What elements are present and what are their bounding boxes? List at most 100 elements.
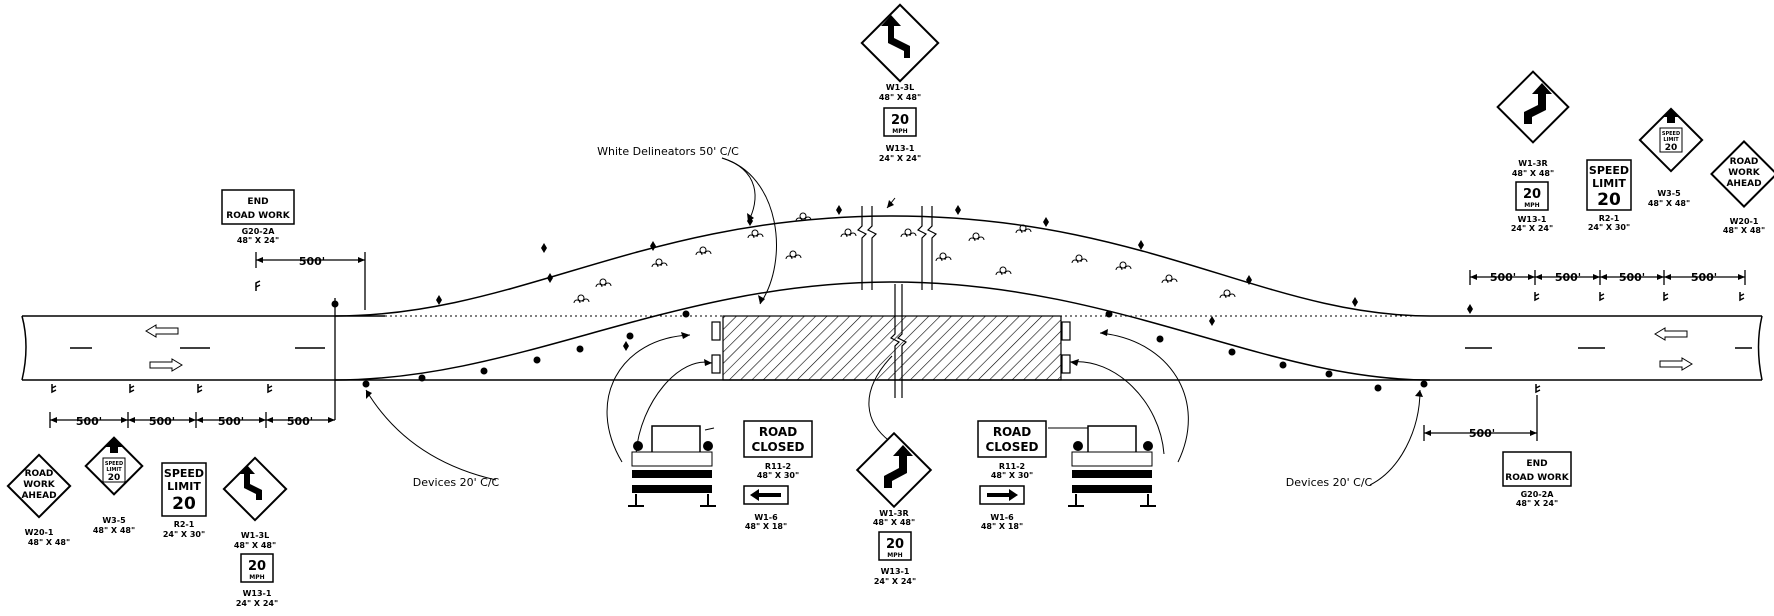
sign-r11-2-left: ROAD CLOSED R11-2 48" X 30"	[743, 420, 813, 480]
arrow-left-icon	[145, 324, 179, 338]
barricade-right	[1068, 425, 1156, 507]
detour-roadway	[334, 205, 1473, 398]
sign-w1-6-right: W1-6 48" X 18"	[979, 485, 1025, 531]
delineators-label: White Delineators 50' C/C	[597, 145, 739, 158]
svg-text:20: 20	[172, 494, 196, 514]
svg-text:G20-2A: G20-2A	[242, 227, 276, 236]
direction-arrows	[145, 324, 1693, 372]
arrow-right-icon	[149, 358, 183, 372]
reverse-curve-right-icon	[1524, 83, 1552, 124]
sign-g20-2a-left: END ROAD WORK G20-2A 48" X 24"	[221, 189, 295, 245]
reverse-curve-right-icon	[884, 445, 913, 488]
svg-text:R11-2: R11-2	[999, 462, 1025, 471]
svg-text:48" X 18": 48" X 18"	[981, 522, 1023, 531]
sign-r11-2-right: ROAD CLOSED R11-2 48" X 30"	[977, 420, 1047, 480]
svg-text:MPH: MPH	[887, 552, 902, 559]
sign-r2-1-right: SPEED LIMIT 20 R2-1 24" X 30"	[1586, 159, 1632, 232]
svg-text:48" X 48": 48" X 48"	[1512, 169, 1554, 178]
svg-text:SPEED: SPEED	[105, 461, 123, 467]
svg-text:20: 20	[891, 113, 909, 128]
dimension-label: 500'	[1490, 271, 1516, 284]
dimension-label: 500'	[1619, 271, 1645, 284]
svg-text:W13-1: W13-1	[881, 567, 910, 576]
svg-text:ROAD: ROAD	[993, 425, 1031, 439]
svg-text:LIMIT: LIMIT	[1592, 177, 1626, 190]
svg-text:MPH: MPH	[1524, 202, 1539, 209]
svg-text:ROAD: ROAD	[25, 469, 54, 479]
svg-text:48" X 24": 48" X 24"	[1516, 499, 1558, 508]
svg-text:W13-1: W13-1	[1518, 215, 1547, 224]
svg-text:48" X 48": 48" X 48"	[873, 518, 915, 527]
sign-w1-3r-bottom: W1-3R 48" X 48"	[855, 431, 933, 527]
svg-text:48" X 48": 48" X 48"	[93, 526, 135, 535]
dimension-label: 500'	[76, 415, 102, 428]
reverse-curve-left-icon	[881, 15, 910, 58]
main-roadway	[21, 315, 1763, 381]
svg-text:48" X 48": 48" X 48"	[1648, 199, 1690, 208]
svg-text:24" X 24": 24" X 24"	[879, 154, 921, 163]
svg-text:ROAD: ROAD	[759, 425, 797, 439]
svg-text:G20-2A: G20-2A	[1521, 490, 1555, 499]
svg-text:W13-1: W13-1	[243, 589, 272, 598]
sign-w20-1-right: ROAD WORK AHEAD W20-1 48" X 48"	[1710, 140, 1774, 235]
svg-text:24" X 30": 24" X 30"	[163, 530, 205, 539]
svg-text:W20-1: W20-1	[1730, 217, 1759, 226]
end-of-line-dots	[331, 300, 339, 308]
svg-text:SPEED: SPEED	[1589, 164, 1629, 177]
svg-text:24" X 24": 24" X 24"	[236, 599, 278, 608]
svg-text:ROAD WORK: ROAD WORK	[226, 211, 290, 221]
sign-w13-1-right: 20 MPH W13-1 24" X 24"	[1511, 181, 1553, 233]
svg-text:ROAD WORK: ROAD WORK	[1505, 473, 1569, 483]
sign-w20-1-left: ROAD WORK AHEAD W20-1 48" X 48"	[6, 453, 72, 547]
leader-arrowheads	[366, 200, 1423, 399]
svg-text:AHEAD: AHEAD	[1726, 179, 1761, 189]
svg-text:48" X 30": 48" X 30"	[991, 471, 1033, 480]
svg-text:W1-6: W1-6	[990, 513, 1014, 522]
svg-text:20: 20	[108, 473, 121, 483]
sign-w13-1-top: 20 MPH W13-1 24" X 24"	[879, 107, 921, 163]
svg-text:W1-3R: W1-3R	[1518, 159, 1547, 168]
arrow-right-icon	[1659, 357, 1693, 371]
svg-text:R2-1: R2-1	[1599, 214, 1620, 223]
dimension-label: 500'	[218, 415, 244, 428]
dimension-labels: 500' 500' 500' 500' 500' 500' 500' 500' …	[76, 255, 1717, 440]
svg-text:20: 20	[886, 537, 904, 552]
svg-text:48" X 24": 48" X 24"	[237, 236, 279, 245]
sign-w1-3l-top: W1-3L 48" X 48"	[860, 3, 940, 102]
arrow-up-icon	[1662, 108, 1680, 123]
svg-text:WORK: WORK	[1728, 168, 1761, 178]
dimension-label: 500'	[1691, 271, 1717, 284]
svg-text:48" X 48": 48" X 48"	[28, 538, 70, 547]
sign-w1-6-left: W1-6 48" X 18"	[743, 485, 789, 531]
arrow-left-icon	[750, 489, 781, 501]
svg-text:END: END	[247, 197, 268, 207]
chevron-barrels	[573, 212, 1236, 304]
sign-posts	[51, 280, 1745, 394]
svg-text:ROAD: ROAD	[1730, 157, 1759, 167]
sign-w3-5-left: SPEED LIMIT 20 W3-5 48" X 48"	[84, 436, 144, 535]
svg-text:W3-5: W3-5	[1657, 189, 1681, 198]
svg-text:W1-3R: W1-3R	[879, 509, 908, 518]
svg-text:W1-3L: W1-3L	[886, 83, 914, 92]
svg-text:W1-3L: W1-3L	[241, 531, 269, 540]
svg-text:20: 20	[1597, 190, 1621, 210]
svg-text:R2-1: R2-1	[174, 520, 195, 529]
dimension-label: 500'	[1555, 271, 1581, 284]
svg-text:WORK: WORK	[23, 480, 56, 490]
devices-label: Devices 20' C/C	[1286, 476, 1373, 489]
svg-text:LIMIT: LIMIT	[167, 480, 201, 493]
svg-text:MPH: MPH	[249, 574, 264, 581]
svg-text:48" X 48": 48" X 48"	[879, 93, 921, 102]
sign-w13-1-left: 20 MPH W13-1 24" X 24"	[236, 553, 278, 608]
svg-text:R11-2: R11-2	[765, 462, 791, 471]
svg-text:W1-6: W1-6	[754, 513, 778, 522]
svg-text:24" X 24": 24" X 24"	[1511, 224, 1553, 233]
svg-text:MPH: MPH	[892, 128, 907, 135]
sign-w3-5-right: SPEED LIMIT 20 W3-5 48" X 48"	[1638, 107, 1704, 208]
svg-text:48" X 48": 48" X 48"	[1723, 226, 1765, 235]
svg-text:20: 20	[1665, 143, 1678, 153]
svg-text:24" X 30": 24" X 30"	[1588, 223, 1630, 232]
svg-text:LIMIT: LIMIT	[1663, 137, 1679, 143]
barricade-left	[628, 425, 716, 507]
